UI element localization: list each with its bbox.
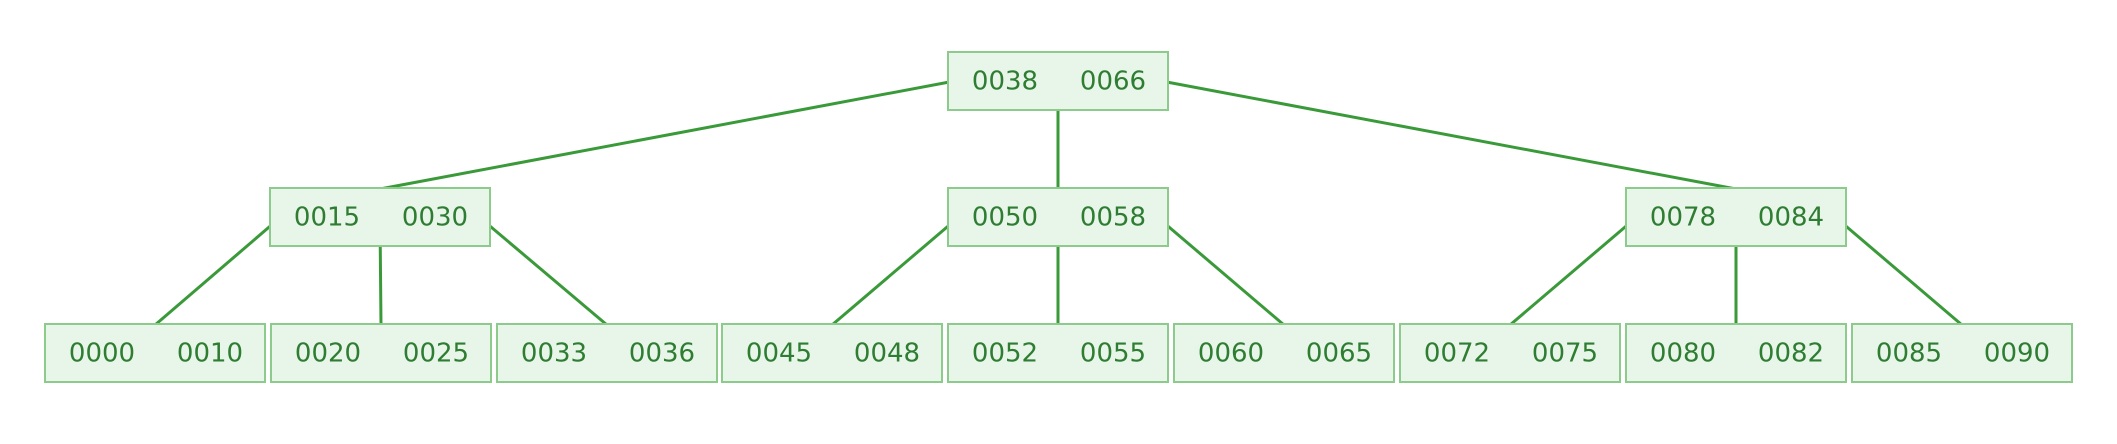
node-box [44, 323, 266, 383]
leaf-node: 0020 0025 [270, 323, 492, 383]
node-key: 0082 [1758, 339, 1824, 369]
node-key: 0050 [972, 203, 1038, 233]
tree-edge [1509, 214, 1639, 327]
node-key: 0025 [403, 339, 469, 369]
node-key: 0045 [746, 339, 812, 369]
leaf-node: 0085 0090 [1851, 323, 2073, 383]
node-key: 0048 [854, 339, 920, 369]
node-box [269, 187, 491, 247]
node-key: 0033 [521, 339, 587, 369]
node-key: 0020 [295, 339, 361, 369]
internal-node: 0015 0030 [269, 187, 491, 247]
leaf-node: 0045 0048 [721, 323, 943, 383]
node-key: 0055 [1080, 339, 1146, 369]
node-key: 0066 [1080, 67, 1146, 97]
tree-edge [154, 214, 283, 327]
tree-edge [477, 214, 608, 327]
leaf-node: 0052 0055 [947, 323, 1169, 383]
node-key: 0065 [1306, 339, 1372, 369]
root-node: 0038 0066 [947, 51, 1169, 111]
node-key: 0060 [1198, 339, 1264, 369]
node-key: 0078 [1650, 203, 1716, 233]
node-key: 0072 [1424, 339, 1490, 369]
leaf-node: 0000 0010 [44, 323, 266, 383]
node-box [1173, 323, 1395, 383]
node-key: 0010 [177, 339, 243, 369]
node-box [496, 323, 718, 383]
node-key: 0058 [1080, 203, 1146, 233]
tree-edge [1155, 214, 1285, 327]
node-box [947, 187, 1169, 247]
tree-edge [831, 214, 961, 327]
node-box [1625, 187, 1847, 247]
node-box [1625, 323, 1847, 383]
internal-node: 0050 0058 [947, 187, 1169, 247]
node-key: 0075 [1532, 339, 1598, 369]
leaf-node: 0033 0036 [496, 323, 718, 383]
leaf-node: 0080 0082 [1625, 323, 1847, 383]
leaf-node: 0060 0065 [1173, 323, 1395, 383]
node-key: 0090 [1984, 339, 2050, 369]
node-key: 0038 [972, 67, 1038, 97]
node-box [721, 323, 943, 383]
node-key: 0000 [69, 339, 135, 369]
node-box [1399, 323, 1621, 383]
node-key: 0036 [629, 339, 695, 369]
tree-edge [1833, 214, 1963, 327]
node-box [270, 323, 492, 383]
node-key: 0030 [402, 203, 468, 233]
node-box [1851, 323, 2073, 383]
leaf-node: 0072 0075 [1399, 323, 1621, 383]
node-box [947, 323, 1169, 383]
node-key: 0015 [294, 203, 360, 233]
node-key: 0084 [1758, 203, 1824, 233]
internal-node: 0078 0084 [1625, 187, 1847, 247]
node-key: 0052 [972, 339, 1038, 369]
tree-edge [1155, 78, 1737, 191]
tree-edge [379, 78, 961, 191]
node-key: 0085 [1876, 339, 1942, 369]
node-box [947, 51, 1169, 111]
node-key: 0080 [1650, 339, 1716, 369]
tree-nodes: 0038 0066 0015 0030 0050 0058 0078 0084 0000 0010… [44, 51, 2073, 383]
